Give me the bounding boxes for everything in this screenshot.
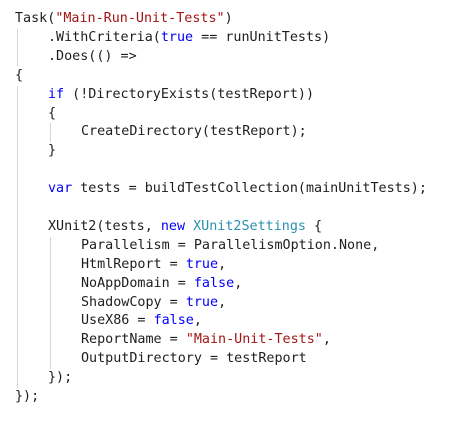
- code-token: false: [153, 313, 194, 329]
- code-token: ): [224, 11, 233, 26]
- code-line: UseX86 = false,: [81, 312, 202, 330]
- code-token: XUnit2(tests,: [48, 218, 161, 234]
- code-line: .WithCriteria(true == runUnitTests): [48, 29, 330, 47]
- code-token: true: [185, 294, 219, 310]
- code-token: var: [48, 181, 73, 197]
- code-line: ReportName = "Main-Unit-Tests",: [81, 331, 331, 349]
- code-line: }: [48, 142, 56, 160]
- code-token: false: [193, 275, 235, 291]
- code-token: == runUnitTests): [193, 29, 331, 45]
- code-token: NoAppDomain =: [81, 275, 194, 291]
- code-token: true: [160, 29, 194, 45]
- code-line: NoAppDomain = false,: [81, 275, 242, 293]
- code-token: });: [48, 370, 73, 386]
- code-token: ,: [193, 313, 202, 329]
- indent-guide: [17, 85, 18, 388]
- code-line: XUnit2(tests, new XUnit2Settings {: [48, 218, 322, 236]
- code-token: ,: [234, 275, 243, 291]
- code-token: (!DirectoryExists(testReport)): [64, 86, 315, 102]
- code-token: ,: [218, 256, 227, 272]
- code-line: OutputDirectory = testReport: [81, 350, 307, 368]
- code-token: ShadowCopy =: [81, 294, 186, 310]
- code-token: ReportName =: [81, 332, 186, 348]
- code-line: if (!DirectoryExists(testReport)): [48, 86, 314, 104]
- code-line: });: [15, 388, 39, 406]
- code-token: {: [15, 67, 24, 83]
- code-token: XUnit2Settings: [193, 218, 306, 234]
- code-line: CreateDirectory(testReport);: [81, 123, 307, 141]
- code-token: if: [48, 86, 65, 102]
- indent-guide: [50, 123, 51, 143]
- code-token: ,: [322, 332, 331, 348]
- code-token: Parallelism = ParallelismOption.None,: [81, 237, 380, 253]
- code-line: Parallelism = ParallelismOption.None,: [81, 237, 379, 255]
- code-token: {: [306, 218, 323, 234]
- code-token: [185, 219, 193, 234]
- code-token: tests = buildTestCollection(mainUnitTest…: [72, 181, 427, 197]
- code-token: CreateDirectory(testReport);: [81, 124, 307, 140]
- indent-guide: [50, 236, 51, 370]
- code-token: Task(: [15, 11, 56, 26]
- code-token: new: [160, 218, 186, 234]
- code-line: .Does(() =>: [48, 48, 137, 66]
- code-token: true: [185, 256, 219, 272]
- code-token: }: [48, 143, 57, 159]
- code-line: });: [48, 369, 72, 387]
- code-token: UseX86 =: [81, 313, 154, 329]
- code-token: "Main-Run-Unit-Tests": [55, 11, 225, 26]
- code-token: "Main-Unit-Tests": [185, 332, 323, 348]
- code-line: {: [48, 105, 56, 123]
- code-token: OutputDirectory = testReport: [81, 351, 307, 367]
- code-line: var tests = buildTestCollection(mainUnit…: [48, 180, 427, 198]
- code-line: Task("Main-Run-Unit-Tests"): [15, 10, 233, 28]
- code-token: HtmlReport =: [81, 256, 186, 272]
- indent-guide: [17, 28, 18, 67]
- code-token: .Does(() =>: [48, 48, 137, 64]
- code-token: .WithCriteria(: [48, 29, 161, 45]
- code-line: {: [15, 67, 23, 85]
- code-token: ,: [218, 294, 227, 310]
- code-token: {: [48, 105, 57, 121]
- code-token: });: [15, 389, 40, 404]
- code-line: HtmlReport = true,: [81, 256, 226, 274]
- code-line: ShadowCopy = true,: [81, 294, 226, 312]
